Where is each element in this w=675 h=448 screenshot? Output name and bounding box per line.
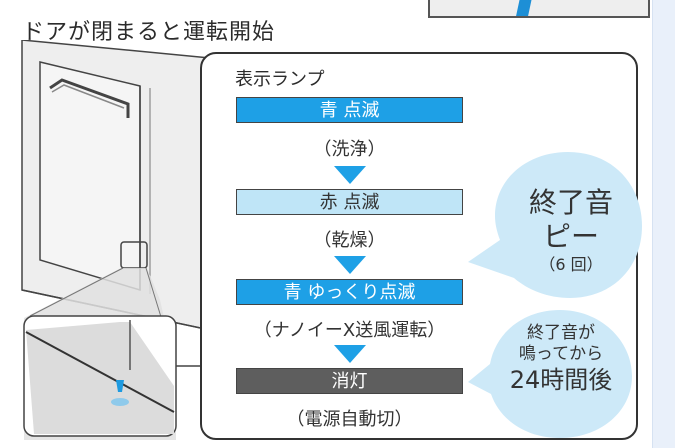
down-arrow-icon <box>334 166 366 184</box>
after-line2: 鳴ってから <box>518 344 604 364</box>
lamp-bar-off: 消灯 <box>236 368 463 394</box>
after-line3: 24時間後 <box>509 366 613 394</box>
page-heading: ドアが閉まると運転開始 <box>22 20 276 45</box>
speech-bubble-after <box>468 310 632 438</box>
side-margin-strip <box>652 0 675 448</box>
end-sound-line1: 終了音 <box>528 186 613 219</box>
end-sound-line2: ピー <box>542 220 599 253</box>
after-line1: 終了音が <box>527 323 595 343</box>
lamp-bar-wash: 青 点滅 <box>236 97 463 123</box>
lamp-bar-fan: 青 ゆっくり点滅 <box>236 279 463 305</box>
lamp-label: 表示ランプ <box>235 69 325 90</box>
lamp-note-fan: （ナノイーX送風運転） <box>253 320 446 341</box>
speech-bubble-end-sound <box>468 152 642 298</box>
end-sound-text: 終了音 ピー （6 回） <box>516 186 626 276</box>
lamp-note-wash: （洗浄） <box>313 139 386 160</box>
lamp-bar-dry: 赤 点滅 <box>236 189 463 215</box>
after-24h-text: 終了音が 鳴ってから 24時間後 <box>494 323 628 395</box>
lamp-note-off: （電源自動切） <box>286 409 413 430</box>
lamp-note-dry: （乾燥） <box>313 230 386 251</box>
dishwasher-illustration <box>21 40 210 440</box>
end-sound-count: （6 回） <box>539 255 603 274</box>
previous-figure-fragment <box>428 0 650 18</box>
down-arrow-icon <box>334 256 366 274</box>
down-arrow-icon <box>334 345 366 363</box>
